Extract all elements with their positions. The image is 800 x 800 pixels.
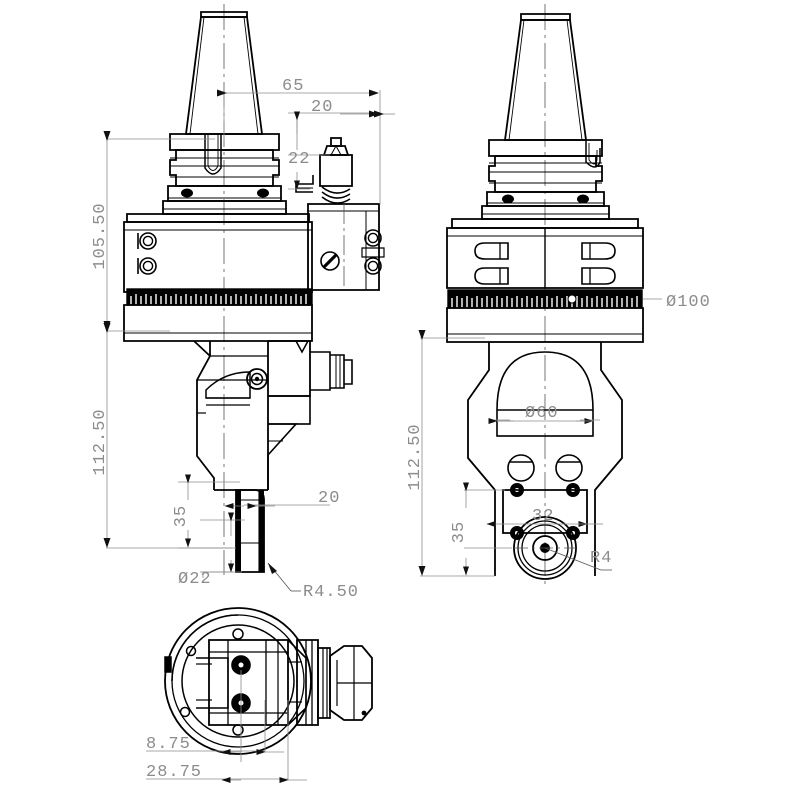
side-graduation-band bbox=[447, 289, 643, 309]
housing-slots-left bbox=[474, 242, 509, 285]
tool-nose-shaft bbox=[235, 489, 265, 573]
dim-r4-50-label: R4.50 bbox=[303, 583, 359, 602]
slotted-screw bbox=[320, 251, 340, 271]
spring-coil bbox=[321, 186, 351, 204]
dim-112-50-side-label: 112.50 bbox=[406, 423, 425, 490]
front-view-dimensions: 65 20 22 105.50 112.50 35 bbox=[91, 77, 395, 602]
dim-dia-100-label: Ø100 bbox=[666, 293, 711, 312]
dim-105-50-label: 105.50 bbox=[91, 202, 110, 269]
side-angle-head bbox=[467, 341, 623, 580]
side-view bbox=[446, 4, 644, 585]
side-main-housing bbox=[446, 218, 644, 343]
dim-22-label: 22 bbox=[288, 150, 310, 169]
front-view bbox=[123, 4, 385, 575]
graduation-band bbox=[126, 288, 313, 306]
socket-screws-left bbox=[137, 232, 157, 275]
dim-dia-22 bbox=[202, 512, 234, 578]
main-body-housing bbox=[123, 213, 313, 342]
dim-28-75 bbox=[146, 777, 307, 783]
dim-8-75 bbox=[146, 749, 284, 755]
pivot-screw bbox=[246, 368, 268, 390]
bottom-view bbox=[164, 607, 373, 755]
dim-35-side-label: 35 bbox=[450, 521, 469, 543]
dim-65-label: 65 bbox=[282, 77, 304, 96]
dim-r4-label: R4 bbox=[590, 549, 612, 568]
flange-v-groove bbox=[162, 133, 287, 215]
dim-32-label: 32 bbox=[532, 507, 554, 526]
lock-module bbox=[295, 137, 385, 291]
bracket-screws bbox=[361, 229, 385, 275]
bottom-nose-block bbox=[296, 639, 373, 726]
dim-20-top-label: 20 bbox=[311, 98, 333, 117]
dim-35-front-label: 35 bbox=[172, 505, 191, 527]
side-view-dimensions: Ø100 112.50 Ø60 35 32 R bbox=[406, 293, 711, 577]
housing-slots-right bbox=[581, 242, 616, 285]
dim-dia-60-label: Ø60 bbox=[525, 404, 559, 423]
bottom-flange-circles bbox=[164, 607, 312, 755]
bottom-view-dimensions: 8.75 28.75 bbox=[146, 670, 307, 783]
head-bolt-circles bbox=[507, 454, 583, 482]
dim-20-bottom-label: 20 bbox=[318, 489, 340, 508]
dim-r4-50 bbox=[267, 562, 301, 592]
dim-28-75-label: 28.75 bbox=[146, 763, 202, 782]
dim-22 bbox=[288, 111, 310, 190]
dim-dia-22-label: Ø22 bbox=[178, 570, 212, 589]
dim-112-50-front-label: 112.50 bbox=[91, 408, 110, 475]
dim-8-75-label: 8.75 bbox=[146, 735, 191, 754]
dim-r4 bbox=[544, 547, 612, 571]
